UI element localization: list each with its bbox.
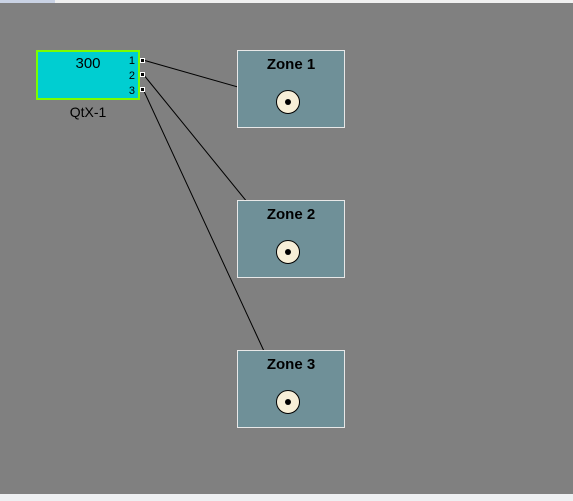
- jack-center-dot: [285, 249, 291, 255]
- qtx-device-block[interactable]: 300 1 2 3: [36, 50, 145, 100]
- zone-1-block[interactable]: Zone 1: [237, 50, 345, 128]
- output-pin-3[interactable]: [140, 87, 145, 92]
- device-value: 300: [75, 55, 101, 72]
- top-strip-tab: [0, 0, 55, 3]
- device-name-label: QtX-1: [69, 104, 107, 120]
- zone-1-title: Zone 1: [266, 56, 316, 73]
- zone-2-input-jack-icon[interactable]: [276, 240, 300, 264]
- output-pin-2[interactable]: [140, 72, 145, 77]
- jack-center-dot: [285, 99, 291, 105]
- port-label-3: 3: [128, 85, 135, 97]
- zone-2-title: Zone 2: [266, 206, 316, 223]
- top-strip: [0, 0, 573, 3]
- port-label-2: 2: [128, 70, 135, 82]
- zone-1-input-jack-icon[interactable]: [276, 90, 300, 114]
- jack-center-dot: [285, 399, 291, 405]
- output-pin-1[interactable]: [140, 58, 145, 63]
- zone-3-title: Zone 3: [266, 356, 316, 373]
- bottom-strip: [0, 494, 573, 501]
- zone-3-block[interactable]: Zone 3: [237, 350, 345, 428]
- zone-3-input-jack-icon[interactable]: [276, 390, 300, 414]
- port-label-1: 1: [128, 55, 135, 67]
- zone-2-block[interactable]: Zone 2: [237, 200, 345, 278]
